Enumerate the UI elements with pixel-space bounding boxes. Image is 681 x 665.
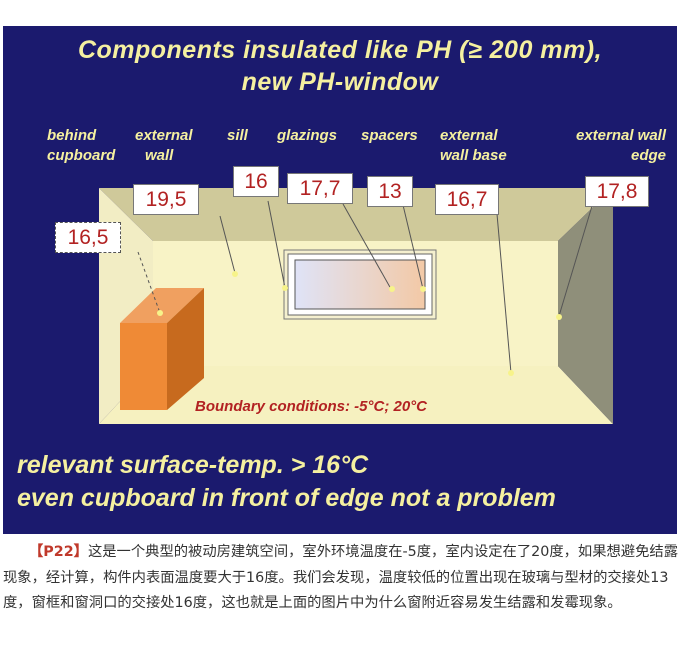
slide-title-line-2: new PH-window <box>241 68 439 96</box>
leader-line-wall-edge <box>558 205 593 317</box>
leader-line-cupboard <box>137 251 161 314</box>
room-floor <box>99 366 613 424</box>
label-spacers: spacers <box>361 127 418 144</box>
slide-title-line-1: Components insulated like PH (≥ 200 mm), <box>77 36 603 64</box>
point-wall-base <box>508 370 514 376</box>
slide: Components insulated like PH (≥ 200 mm),… <box>3 26 677 534</box>
value-sill: 16 <box>233 166 279 197</box>
cupboard-top <box>120 288 204 323</box>
label-external-wall-base: external wall base <box>440 127 507 164</box>
leader-line-wall <box>219 215 236 274</box>
caption-tag: 【P22】 <box>29 544 88 560</box>
cupboard-front <box>120 323 167 410</box>
value-external-wall-edge: 17,8 <box>585 176 649 207</box>
summary-line-1: relevant surface-temp. > 16°C <box>17 451 369 479</box>
caption-text: 这是一个典型的被动房建筑空间，室外环境温度在-5度，室内设定在了20度，如果想避… <box>3 544 678 611</box>
value-glazings: 17,7 <box>287 173 353 204</box>
label-external-wall: external wall <box>135 127 193 164</box>
summary-line-2: even cupboard in front of edge not a pro… <box>17 484 556 512</box>
label-external-wall-edge: external wall edge <box>575 127 666 164</box>
point-wall <box>232 271 238 277</box>
point-wall-edge <box>556 314 562 320</box>
label-sill: sill <box>227 127 248 144</box>
boundary-conditions: Boundary conditions: -5°C; 20°C <box>195 398 428 415</box>
caption-paragraph: 【P22】这是一个典型的被动房建筑空间，室外环境温度在-5度，室内设定在了20度… <box>3 540 678 617</box>
leader-line-wall-base <box>496 213 512 374</box>
value-external-wall-base: 16,7 <box>435 184 499 215</box>
value-spacers: 13 <box>367 176 413 207</box>
leader-line-sill <box>267 200 286 289</box>
room-right-wall <box>558 188 613 424</box>
label-glazings: glazings <box>277 127 338 144</box>
leader-line-glazings <box>342 203 392 290</box>
point-sill <box>282 285 288 291</box>
leader-line-spacers <box>402 204 424 290</box>
point-glazings <box>389 286 395 292</box>
cupboard-side <box>167 288 204 410</box>
room-diagram <box>99 188 613 424</box>
window-glazing <box>294 259 426 310</box>
value-behind-cupboard: 16,5 <box>55 222 121 253</box>
point-cupboard <box>157 310 163 316</box>
point-spacers <box>420 286 426 292</box>
value-external-wall: 19,5 <box>133 184 199 215</box>
label-behind-cupboard: behind cupboard <box>47 127 116 164</box>
